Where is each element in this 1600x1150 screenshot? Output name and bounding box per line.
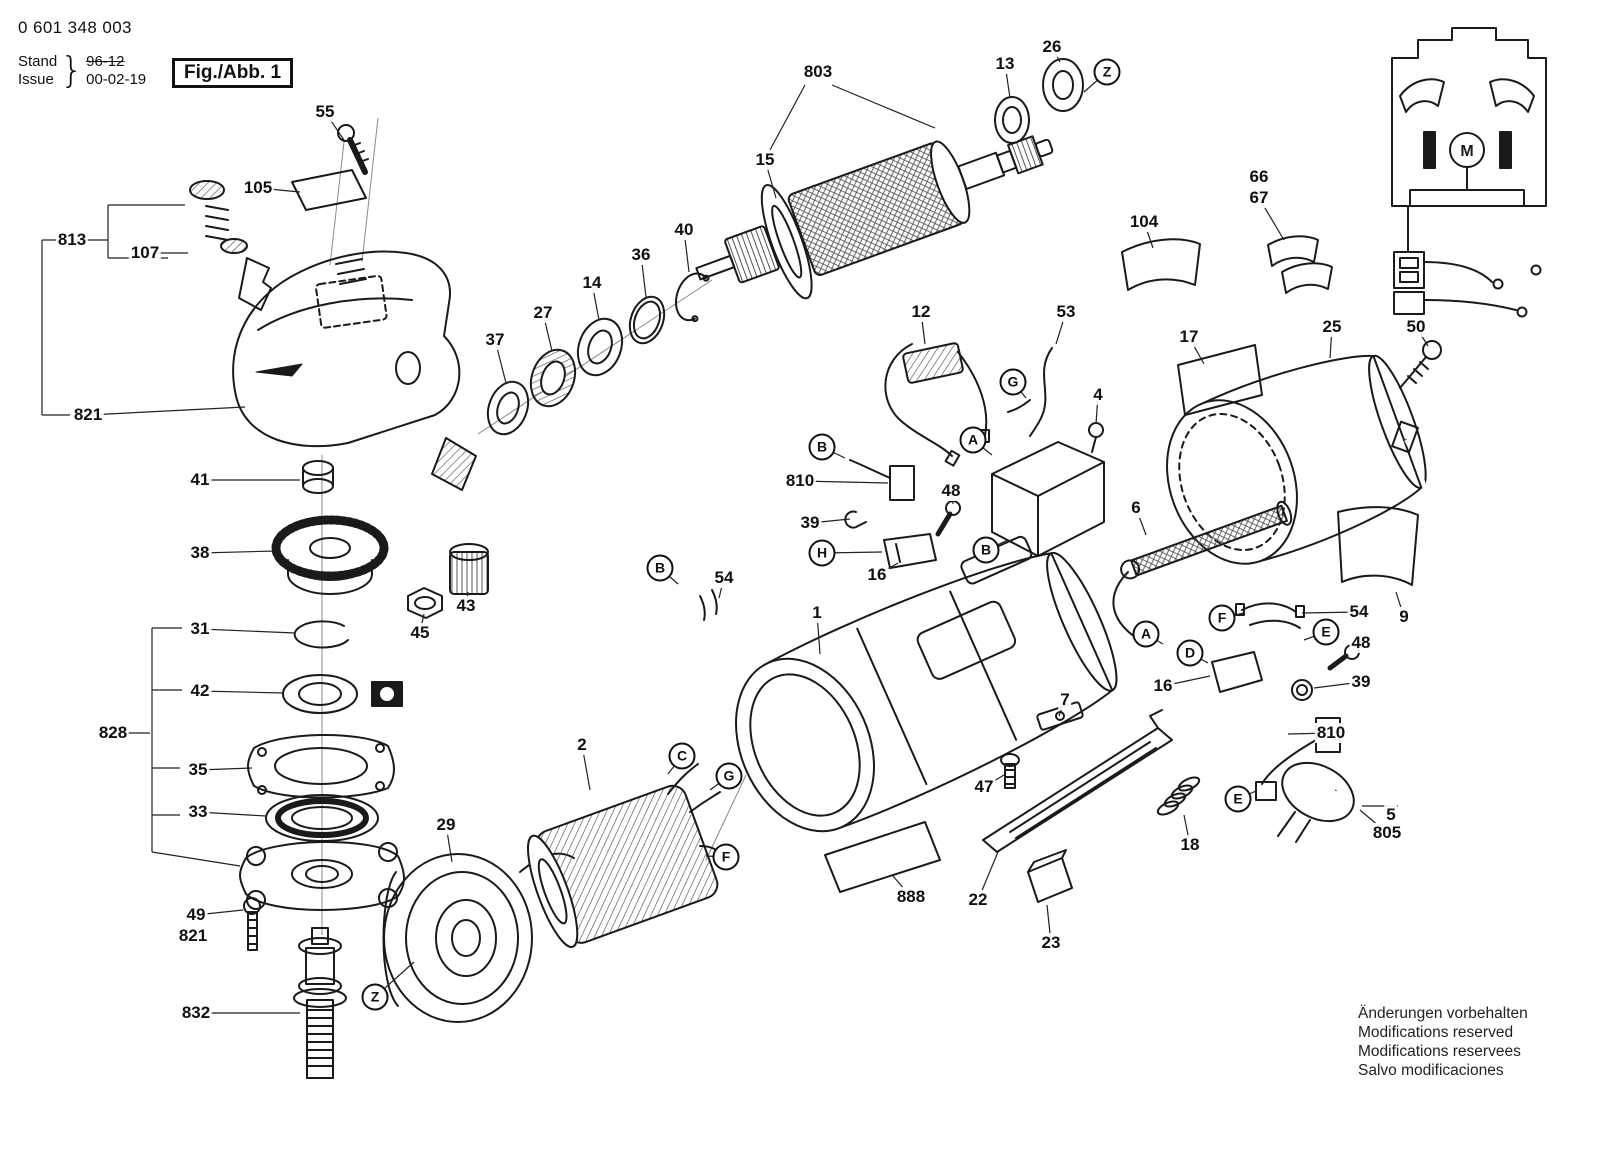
leader-line-16 bbox=[876, 562, 899, 576]
leader-line-G bbox=[1012, 381, 1027, 399]
leader-line-888 bbox=[892, 875, 912, 898]
figure-label: Fig./Abb. 1 bbox=[172, 58, 294, 88]
leader-line-E bbox=[1237, 790, 1257, 800]
brush-holder-left-drawing bbox=[844, 459, 961, 569]
leader-line-12 bbox=[920, 311, 926, 345]
leader-line-42 bbox=[199, 690, 284, 694]
notice-line: Änderungen vorbehalten bbox=[1358, 1005, 1528, 1022]
leader-line-9 bbox=[1395, 591, 1405, 618]
motor-housing-drawing bbox=[735, 535, 1118, 833]
leader-line-821 bbox=[87, 406, 246, 416]
leader-line-6 bbox=[1135, 507, 1147, 536]
spindle-drawing bbox=[1112, 500, 1293, 646]
leader-line-Z bbox=[374, 961, 415, 998]
screw-and-cap-parts bbox=[189, 124, 369, 311]
gear-stack-drawing bbox=[239, 460, 489, 1079]
leader-line-40 bbox=[683, 229, 690, 273]
leader-line-B bbox=[985, 539, 1009, 551]
leader-line-805 bbox=[1359, 809, 1388, 834]
leader-line-35 bbox=[197, 767, 253, 771]
switch-assembly-drawing bbox=[884, 342, 1105, 557]
leader-line-49 bbox=[195, 909, 244, 916]
modification-notices: Änderungen vorbehalten Modifications res… bbox=[1358, 1004, 1528, 1080]
leader-line-39 bbox=[1313, 681, 1362, 689]
leader-line-G bbox=[709, 775, 730, 791]
leader-line-39 bbox=[809, 518, 851, 524]
stand-label: Stand bbox=[18, 52, 58, 70]
stator-drawing bbox=[527, 763, 723, 949]
leader-line-33 bbox=[197, 811, 267, 817]
leader-line-25 bbox=[1329, 326, 1333, 359]
leader-line-54 bbox=[718, 577, 725, 599]
leader-line-50 bbox=[1415, 326, 1429, 347]
leader-line-18 bbox=[1183, 814, 1191, 846]
leader-line-38 bbox=[199, 550, 277, 554]
leader-line-B bbox=[659, 567, 679, 585]
leader-line-C bbox=[667, 755, 683, 775]
leader-line-105 bbox=[257, 187, 301, 193]
leader-line-Z bbox=[1083, 71, 1108, 93]
leader-line-67 bbox=[1258, 197, 1285, 241]
armature-drawing bbox=[695, 58, 1084, 300]
leader-line-16 bbox=[1162, 675, 1211, 687]
document-number: 0 601 348 003 bbox=[18, 18, 132, 37]
issue-value: 00-02-19 bbox=[86, 70, 147, 88]
leader-line-31 bbox=[199, 628, 296, 634]
slider-assembly-drawing bbox=[982, 701, 1201, 903]
leader-line-H bbox=[821, 551, 883, 554]
leader-line-23 bbox=[1046, 904, 1052, 944]
leader-line-53 bbox=[1055, 311, 1067, 345]
leader-line-54 bbox=[1301, 611, 1360, 614]
leader-line-B bbox=[821, 446, 846, 459]
leader-line-13 bbox=[1004, 63, 1011, 99]
leader-line-810 bbox=[1287, 732, 1332, 735]
leader-line-1 bbox=[816, 612, 821, 655]
leader-line-A bbox=[1145, 633, 1164, 645]
leader-line-2 bbox=[581, 744, 591, 791]
leader-line-36 bbox=[640, 254, 647, 298]
notice-line: Modifications reserved bbox=[1358, 1024, 1514, 1041]
leader-line-14 bbox=[591, 282, 600, 321]
leader-line-47 bbox=[983, 774, 1005, 788]
stand-value: 96-12 bbox=[86, 52, 125, 70]
leader-line-4 bbox=[1095, 394, 1099, 425]
revision-brace: } bbox=[60, 50, 84, 91]
leader-line-D bbox=[1189, 652, 1209, 664]
notice-line: Salvo modificaciones bbox=[1358, 1062, 1504, 1079]
wiring-schematic: M bbox=[1391, 27, 1547, 318]
leader-line-22 bbox=[977, 851, 999, 901]
clamp-flange-drawing bbox=[382, 852, 575, 1023]
bearing-train-drawing bbox=[486, 272, 710, 436]
motor-label: M bbox=[1460, 143, 1473, 160]
leader-line-E bbox=[1303, 631, 1327, 641]
issue-label: Issue bbox=[18, 70, 54, 88]
label-stickers-drawing bbox=[824, 235, 1333, 893]
leader-line-27 bbox=[542, 312, 553, 352]
revision-block: Stand Issue } 96-12 00-02-19 bbox=[18, 50, 146, 91]
notice-line: Modifications reservees bbox=[1358, 1043, 1521, 1060]
leader-line-29 bbox=[445, 824, 453, 863]
leader-line-37 bbox=[494, 339, 507, 384]
gear-housing-drawing bbox=[232, 250, 477, 491]
power-cord-drawing bbox=[1277, 340, 1458, 843]
leader-line-810 bbox=[799, 480, 889, 484]
